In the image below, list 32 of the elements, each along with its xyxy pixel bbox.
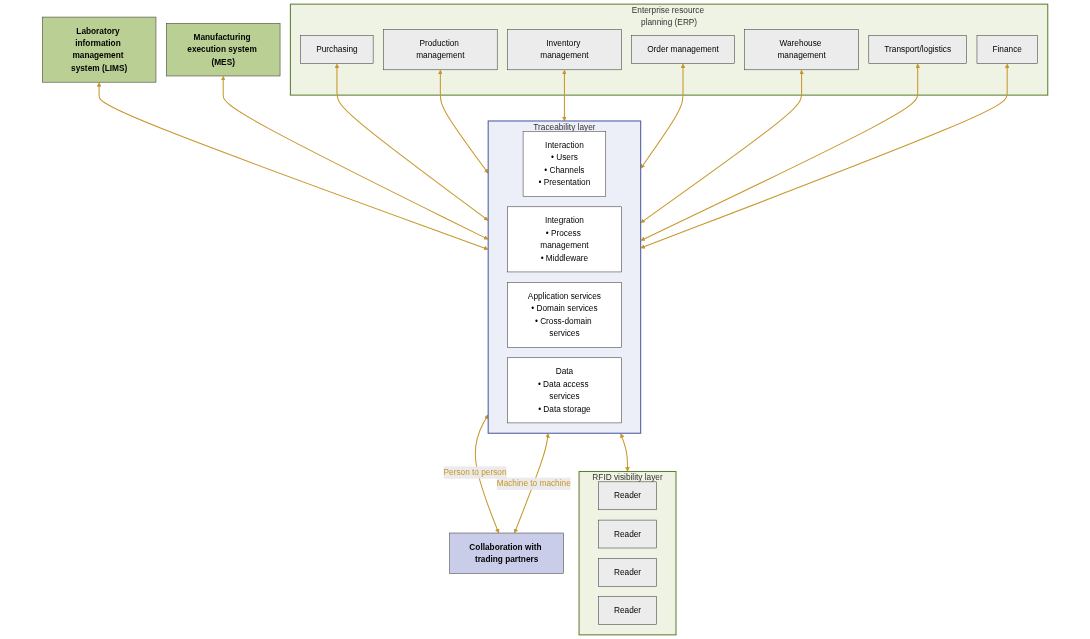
node-box: Manufacturing execution system (MES) — [166, 23, 281, 77]
node-box: Reader — [598, 481, 657, 510]
node-box: Production management — [383, 29, 498, 71]
node-box: Finance — [976, 35, 1038, 64]
node-box: Reader — [598, 596, 657, 625]
arrow — [640, 63, 1010, 249]
node-box: Purchasing — [300, 35, 374, 64]
arrow — [513, 433, 550, 534]
node-box: Data • Data access services • Data storage — [507, 357, 622, 424]
arrow — [640, 63, 920, 241]
node-box: Integration • Process management • Middleware — [507, 206, 622, 273]
edge-label: Machine to machine — [496, 479, 571, 488]
arrow — [438, 69, 489, 174]
arrow — [474, 414, 500, 534]
node-box: Application services • Domain services • Cross-domain services — [507, 282, 622, 348]
arrow — [640, 63, 686, 169]
node-box: Interaction • Users • Channels • Presentation — [522, 131, 606, 197]
arrow — [220, 76, 489, 240]
node-box: Inventory management — [507, 29, 622, 71]
node-box: Laboratory information management system (LIMS) — [42, 16, 157, 83]
node-box: Reader — [598, 558, 657, 587]
node-box: Reader — [598, 519, 657, 549]
arrow — [334, 63, 489, 221]
edge-label: Person to person — [443, 467, 507, 477]
arrow — [562, 69, 567, 122]
arrow — [640, 69, 804, 223]
node-box: Transport/logistics — [868, 35, 967, 64]
arrow — [619, 433, 630, 472]
node-box: Collaboration with trading partners — [449, 532, 564, 574]
arrow — [96, 82, 489, 251]
node-box: Warehouse management — [744, 29, 859, 71]
node-box: Order management — [631, 35, 735, 64]
